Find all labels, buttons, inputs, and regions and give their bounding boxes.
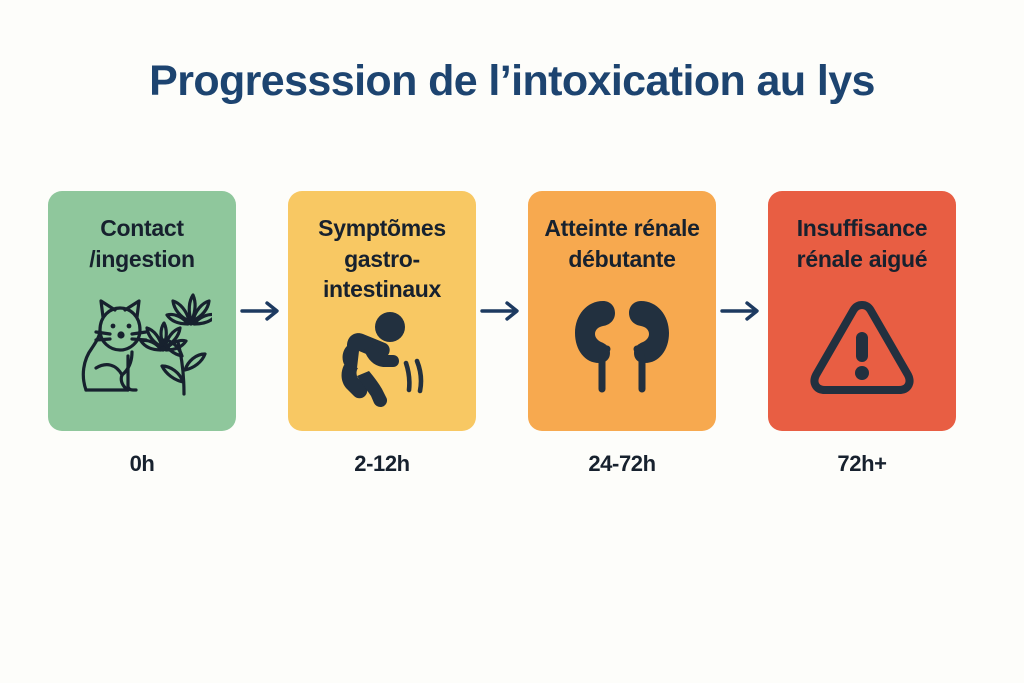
stage-label: Insuffisance rénale aigué [796, 215, 928, 272]
time-label-stage-3: 24-72h [588, 451, 656, 476]
cat-and-lily-icon [56, 274, 228, 419]
stage-card-acute-renal-failure: Insuffisance rénale aigué [768, 191, 956, 431]
warning-triangle-icon [776, 274, 948, 419]
stage-label: Atteinte rénale débutante [544, 215, 700, 272]
arrow-right-icon [716, 191, 768, 431]
vomiting-person-icon [296, 305, 468, 419]
time-label-stage-2: 2-12h [354, 451, 410, 476]
stage-card-early-renal-damage: Atteinte rénale débutante [528, 191, 716, 431]
stage-card-contact-ingestion: Contact /ingestion [48, 191, 236, 431]
arrow-right-icon [236, 191, 288, 431]
timeline-labels: 0h 2-12h 24-72h 72h+ [48, 447, 956, 481]
time-label-stage-1: 0h [129, 451, 155, 476]
time-label-stage-4: 72h+ [837, 451, 887, 476]
progression-flow-diagram: Contact /ingestion [48, 191, 956, 431]
page-title: Progresssion de l’intoxication au lys [149, 57, 875, 105]
kidneys-icon [536, 274, 708, 419]
arrow-right-icon [476, 191, 528, 431]
stage-label: Contact /ingestion [89, 215, 195, 272]
stage-card-gastro-symptoms: Symptõmes gastro-intestinaux [288, 191, 476, 431]
stage-label: Symptõmes gastro-intestinaux [318, 215, 446, 303]
